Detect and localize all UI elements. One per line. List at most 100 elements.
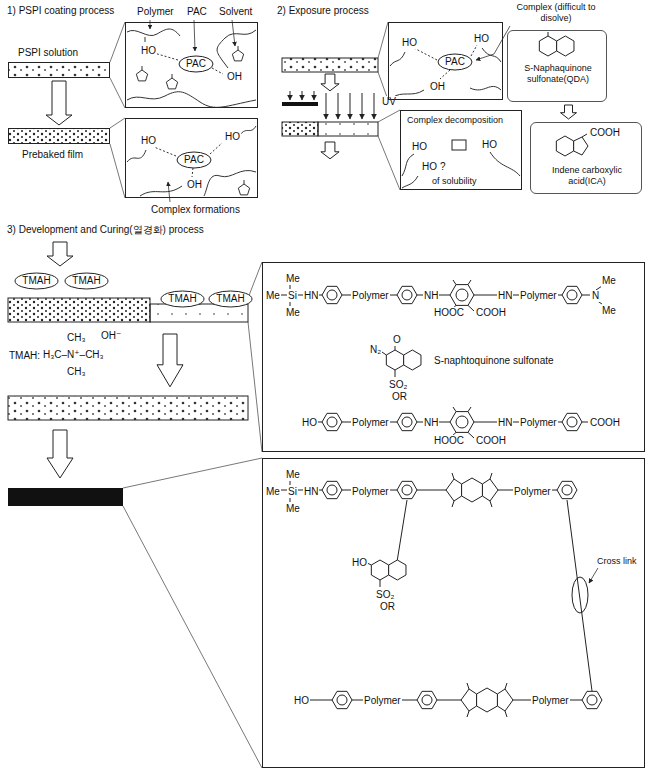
film-layer xyxy=(8,488,123,506)
chain-line xyxy=(127,150,146,162)
symbol-group xyxy=(154,53,223,177)
leader-line xyxy=(110,118,125,128)
node-text: Me xyxy=(285,307,301,319)
leader-line xyxy=(123,506,262,768)
part-label: Solvent xyxy=(218,6,253,18)
film-layer xyxy=(282,58,378,72)
ring-symbol xyxy=(562,286,582,303)
leader-line xyxy=(302,91,303,100)
leader-line xyxy=(338,93,339,119)
film-layer xyxy=(452,140,466,150)
node-text: TMAH xyxy=(71,275,101,287)
node-text: N₂ xyxy=(369,344,382,356)
leader-line xyxy=(248,322,262,452)
leader-line xyxy=(192,168,193,177)
chain-line xyxy=(127,29,180,36)
node-text: COOH xyxy=(589,127,621,139)
node-text: Cross link xyxy=(596,555,638,567)
node-text: HO xyxy=(351,557,368,569)
film-layer xyxy=(318,122,378,136)
ring-symbol xyxy=(322,413,342,430)
oval-shape xyxy=(177,152,211,168)
node-text: Me xyxy=(601,305,617,317)
ring-symbol xyxy=(332,691,352,708)
leader-line xyxy=(194,20,195,51)
node-text: COOH xyxy=(475,435,507,447)
node-text: Polymer xyxy=(519,417,558,429)
film-layer: Prebaked film xyxy=(8,128,110,144)
node-text: NH xyxy=(423,290,439,302)
chain-line xyxy=(470,86,501,90)
zoom-inset: Complex decompositionHOHOHO?of solubilit… xyxy=(400,110,522,190)
leader-line xyxy=(248,262,262,298)
leader-line xyxy=(290,91,291,100)
ring-symbol xyxy=(136,66,147,81)
node-text: Complex decomposition xyxy=(406,114,504,126)
node-text: Polymer xyxy=(351,417,390,429)
film-layer xyxy=(8,62,110,78)
chain-line xyxy=(402,154,414,176)
ring-symbol xyxy=(321,142,339,159)
leader-line xyxy=(110,22,125,62)
node-text: HO xyxy=(401,37,418,49)
structure-box: COOHIndene carboxylic acid(ICA) xyxy=(530,122,642,194)
oval-shape xyxy=(438,54,472,70)
node-text: S-naphtoquinone sulfonate xyxy=(433,355,555,367)
part-label: Polymer xyxy=(136,6,175,18)
node-text: HN xyxy=(497,290,513,302)
pac-oval: PAC xyxy=(176,151,212,169)
node-text: ? xyxy=(439,161,447,173)
ring-symbol xyxy=(562,413,582,430)
leader-line xyxy=(582,134,587,137)
chain-line xyxy=(140,186,182,196)
oval-shape xyxy=(65,273,108,289)
leader-line xyxy=(397,500,407,560)
node-text: SO₂ xyxy=(388,379,408,391)
leader-line xyxy=(440,70,450,79)
node-text: Si xyxy=(287,290,298,302)
formula-label: TMAH: xyxy=(8,350,41,362)
panel-title: 2) Exposure process xyxy=(276,5,370,17)
node-text: NH xyxy=(423,417,439,429)
film-layer xyxy=(8,298,150,322)
formula-label: OH⁻ xyxy=(100,330,122,342)
hollow-arrow xyxy=(561,105,577,119)
leader-line xyxy=(378,22,388,58)
node-text: COOH xyxy=(589,417,621,429)
node-text: HO xyxy=(411,141,428,153)
ring-symbol xyxy=(322,481,342,498)
symbol-group xyxy=(276,480,602,700)
node-text: O xyxy=(392,334,402,346)
chain-line xyxy=(127,92,256,108)
structure-box: S-Naphaquinone sulfonate(QDA) xyxy=(507,30,607,102)
tmah-oval: TMAH xyxy=(208,290,253,308)
leader-line xyxy=(154,147,176,156)
ring-symbol xyxy=(238,180,249,195)
node-text: HN xyxy=(303,290,319,302)
ring-symbol xyxy=(232,46,243,61)
highlight-ellipse xyxy=(572,577,588,613)
node-text: HO xyxy=(473,33,490,45)
node-text: HOOC xyxy=(433,307,465,319)
formula-label: CH₃ xyxy=(66,366,87,378)
film-layer xyxy=(8,128,110,144)
ring-symbol xyxy=(539,36,574,56)
film-layer: PSPI solution xyxy=(8,62,110,78)
leader-line xyxy=(123,458,262,488)
leader-line xyxy=(548,32,549,36)
note-label: Complex formations xyxy=(150,204,241,216)
node-text: PAC xyxy=(183,154,205,166)
ring-symbol xyxy=(157,334,183,387)
tmah-oval: TMAH xyxy=(160,290,205,308)
tmah-oval: TMAH xyxy=(64,272,109,290)
node-text: Polymer xyxy=(513,486,552,498)
node-text: PAC xyxy=(444,56,466,68)
oval-shape xyxy=(15,273,58,289)
ring-symbol xyxy=(557,481,577,498)
leader-line xyxy=(326,93,327,119)
node-text: HO xyxy=(140,45,157,57)
node-text: Me xyxy=(265,486,281,498)
panel-title: 3) Development and Curing(열경화) process xyxy=(6,224,205,236)
